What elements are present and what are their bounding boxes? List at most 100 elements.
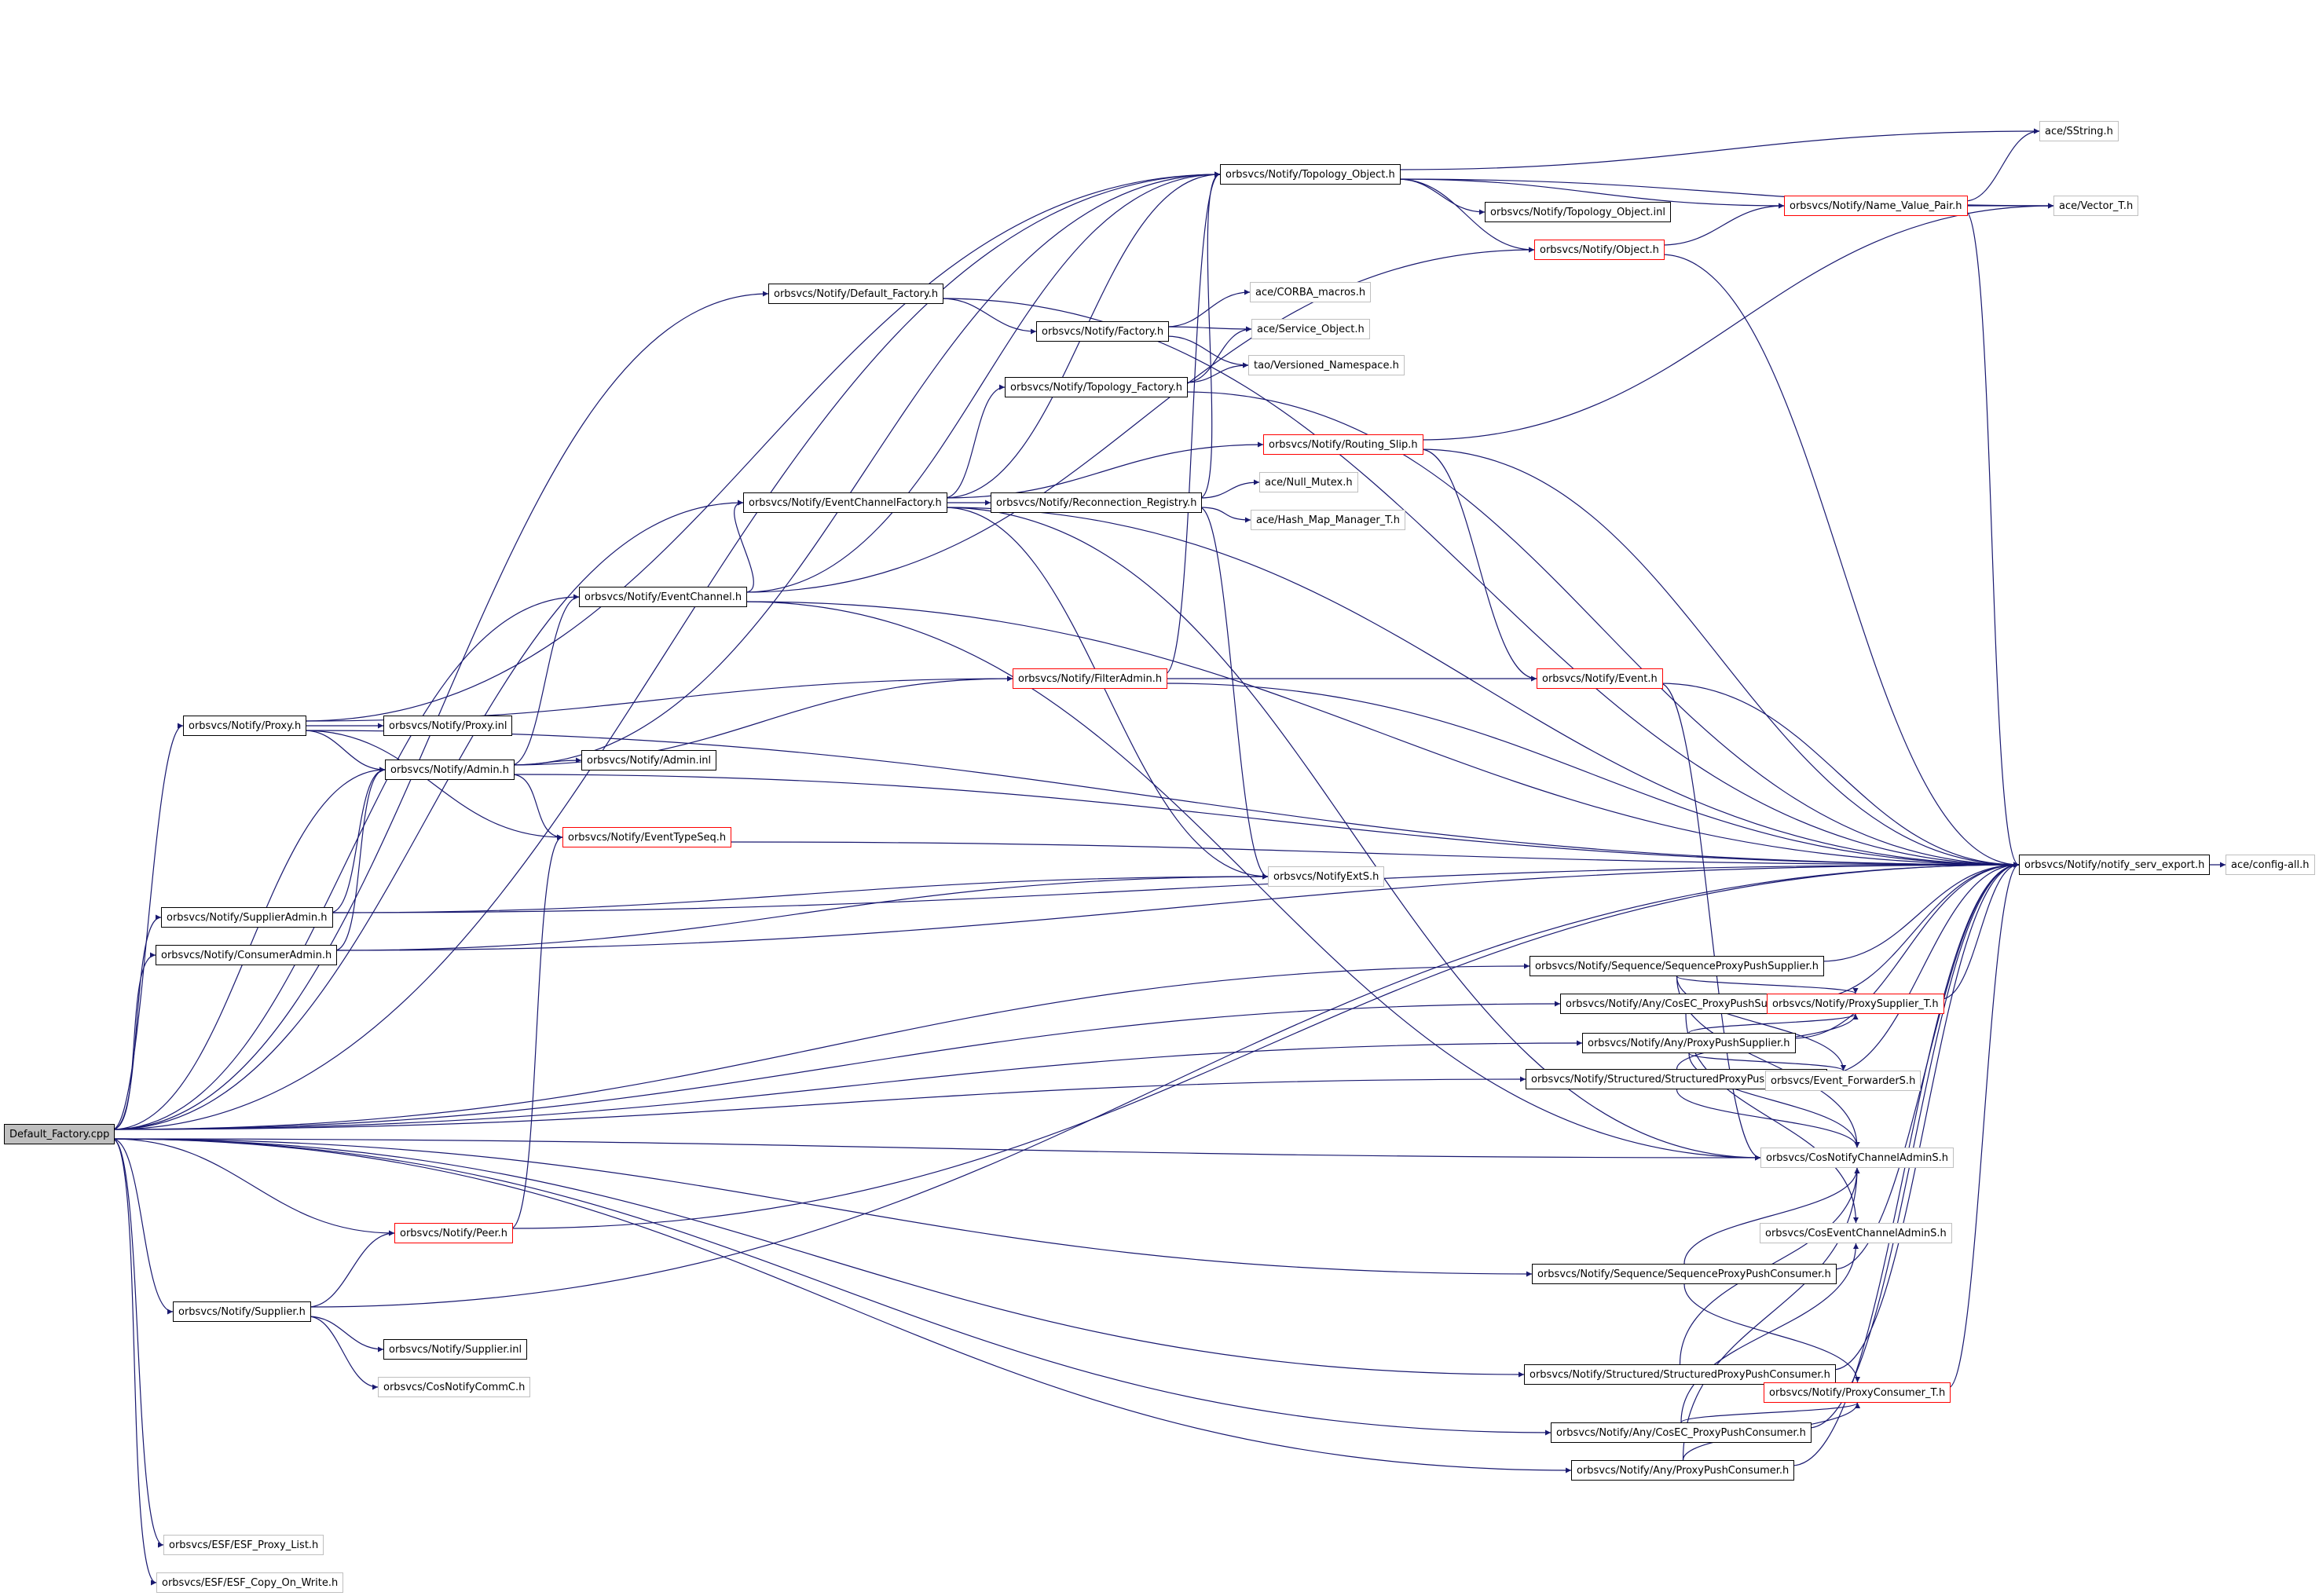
dependency-edge xyxy=(1808,862,2020,1000)
dependency-edge xyxy=(112,914,162,1130)
dependency-edge xyxy=(1397,178,1535,253)
graph-node[interactable]: orbsvcs/Notify/Admin.h xyxy=(385,760,515,780)
dependency-edge xyxy=(1832,862,2020,1371)
graph-node[interactable]: ace/SString.h xyxy=(2039,121,2119,141)
graph-node[interactable]: orbsvcs/NotifyExtS.h xyxy=(1268,866,1385,887)
graph-node[interactable]: Default_Factory.cpp xyxy=(4,1124,115,1144)
dependency-edge xyxy=(510,862,2020,1229)
dependency-edge xyxy=(1166,289,1251,328)
graph-node[interactable]: tao/Versioned_Namespace.h xyxy=(1248,355,1405,375)
graph-node[interactable]: orbsvcs/Notify/Proxy.inl xyxy=(383,716,513,736)
dependency-edge xyxy=(112,723,184,1130)
dependency-edge xyxy=(1420,448,1537,682)
graph-node[interactable]: orbsvcs/CosNotifyChannelAdminS.h xyxy=(1760,1148,1954,1168)
dependency-edge xyxy=(112,952,156,1130)
dependency-edge xyxy=(943,441,1264,499)
graph-node[interactable]: orbsvcs/Notify/EventTypeSeq.h xyxy=(562,827,732,847)
graph-node[interactable]: orbsvcs/ESF/ESF_Proxy_List.h xyxy=(163,1535,324,1555)
graph-node[interactable]: orbsvcs/Notify/Any/CosEC_ProxyPushConsum… xyxy=(1551,1422,1812,1443)
graph-node[interactable]: orbsvcs/Notify/Supplier.h xyxy=(173,1301,311,1322)
graph-node[interactable]: ace/Service_Object.h xyxy=(1251,319,1370,339)
graph-node[interactable]: ace/Vector_T.h xyxy=(2053,196,2139,216)
dependency-edge xyxy=(1397,178,1486,215)
dependency-edge xyxy=(943,507,1761,1161)
graph-node[interactable]: orbsvcs/Event_ForwarderS.h xyxy=(1765,1071,1922,1091)
graph-node[interactable]: orbsvcs/Notify/Structured/StructuredProx… xyxy=(1524,1364,1836,1385)
graph-node[interactable]: orbsvcs/Notify/Reconnection_Registry.h xyxy=(991,492,1203,513)
graph-node[interactable]: ace/Hash_Map_Manager_T.h xyxy=(1251,510,1405,530)
dependency-edge xyxy=(511,171,1221,766)
dependency-edge xyxy=(112,500,744,1130)
dependency-edge xyxy=(1185,326,1252,383)
graph-node[interactable]: orbsvcs/ESF/ESF_Copy_On_Write.h xyxy=(156,1572,344,1593)
dependency-edge xyxy=(1688,1052,1846,1071)
dependency-edge xyxy=(943,507,2020,868)
graph-node[interactable]: orbsvcs/Notify/Peer.h xyxy=(394,1223,514,1243)
graph-node[interactable]: orbsvcs/Notify/ProxyConsumer_T.h xyxy=(1764,1382,1951,1403)
dependency-edge xyxy=(112,1138,395,1236)
dependency-edge xyxy=(734,500,754,593)
graph-node[interactable]: orbsvcs/Notify/EventChannelFactory.h xyxy=(743,492,947,513)
dependency-edge xyxy=(307,862,2020,1308)
graph-node[interactable]: ace/CORBA_macros.h xyxy=(1250,282,1372,302)
graph-node[interactable]: orbsvcs/Notify/Name_Value_Pair.h xyxy=(1784,196,1968,216)
dependency-edge xyxy=(307,1316,379,1390)
dependency-edge xyxy=(510,834,563,1229)
dependency-edge xyxy=(1185,391,2020,868)
dependency-edge xyxy=(1420,203,2054,441)
graph-node[interactable]: orbsvcs/Notify/SupplierAdmin.h xyxy=(161,907,333,928)
dependency-edge xyxy=(112,1001,1561,1130)
graph-node[interactable]: orbsvcs/Notify/ConsumerAdmin.h xyxy=(156,945,338,965)
dependency-edge xyxy=(1661,254,2020,868)
graph-node[interactable]: ace/config-all.h xyxy=(2226,855,2315,875)
graph-node[interactable]: orbsvcs/CosNotifyCommC.h xyxy=(378,1377,531,1397)
dependency-edge xyxy=(1164,171,1221,675)
dependency-edge xyxy=(307,1316,384,1353)
graph-node[interactable]: orbsvcs/Notify/Default_Factory.h xyxy=(768,284,944,304)
graph-node[interactable]: orbsvcs/Notify/FilterAdmin.h xyxy=(1013,668,1168,689)
graph-node[interactable]: orbsvcs/Notify/Topology_Object.h xyxy=(1220,164,1401,185)
graph-node[interactable]: ace/Null_Mutex.h xyxy=(1259,472,1358,492)
dependency-edge xyxy=(112,1138,157,1586)
dependency-edge xyxy=(1940,862,2020,1000)
dependency-edge xyxy=(334,862,2020,951)
graph-node[interactable]: orbsvcs/Notify/Factory.h xyxy=(1036,321,1170,342)
dependency-edge xyxy=(303,730,2020,868)
graph-node[interactable]: orbsvcs/CosEventChannelAdminS.h xyxy=(1760,1223,1952,1243)
dependency-edge xyxy=(1683,1167,1860,1265)
dependency-edge xyxy=(1199,507,1269,880)
dependency-edge xyxy=(303,675,1013,722)
graph-node[interactable]: orbsvcs/Notify/Object.h xyxy=(1534,240,1665,260)
dependency-edge xyxy=(1397,128,2040,170)
graph-node[interactable]: orbsvcs/Notify/Admin.inl xyxy=(581,750,717,771)
dependency-edge xyxy=(112,1138,174,1315)
dependency-edge xyxy=(744,601,1761,1161)
dependency-edge xyxy=(1964,210,2020,868)
graph-node[interactable]: orbsvcs/Notify/Supplier.inl xyxy=(383,1339,528,1360)
graph-node[interactable]: orbsvcs/Notify/Event.h xyxy=(1537,668,1663,689)
dependency-edge xyxy=(1676,976,1846,1071)
graph-node[interactable]: orbsvcs/Notify/notify_serv_export.h xyxy=(2019,855,2211,875)
dependency-edge xyxy=(1824,862,2020,1075)
dependency-edge xyxy=(511,594,580,766)
dependency-edge xyxy=(1682,1167,1860,1461)
graph-node[interactable]: orbsvcs/Notify/Sequence/SequenceProxyPus… xyxy=(1530,956,1824,976)
dependency-edge xyxy=(329,767,386,913)
graph-node[interactable]: orbsvcs/Notify/Any/ProxyPushConsumer.h xyxy=(1571,1460,1795,1481)
graph-node[interactable]: orbsvcs/Notify/EventChannel.h xyxy=(579,587,748,607)
dependency-edge xyxy=(334,767,386,951)
dependency-edge xyxy=(307,1230,395,1308)
dependency-edge xyxy=(112,1138,1761,1161)
dependency-edge xyxy=(112,1138,1572,1473)
graph-node[interactable]: orbsvcs/Notify/Any/ProxyPushSupplier.h xyxy=(1582,1033,1796,1053)
graph-node[interactable]: orbsvcs/Notify/Routing_Slip.h xyxy=(1263,434,1423,455)
graph-node[interactable]: orbsvcs/Notify/Sequence/SequenceProxyPus… xyxy=(1532,1264,1837,1284)
graph-node[interactable]: orbsvcs/Notify/Topology_Factory.h xyxy=(1005,377,1189,397)
graph-node[interactable]: orbsvcs/Notify/Proxy.h xyxy=(183,716,307,736)
dependency-edge xyxy=(112,1138,1525,1378)
dependency-edge xyxy=(1164,683,2020,868)
graph-node[interactable]: orbsvcs/Notify/ProxySupplier_T.h xyxy=(1767,994,1944,1014)
dependency-edge xyxy=(329,862,2020,913)
graph-node[interactable]: orbsvcs/Notify/Topology_Object.inl xyxy=(1485,202,1671,222)
